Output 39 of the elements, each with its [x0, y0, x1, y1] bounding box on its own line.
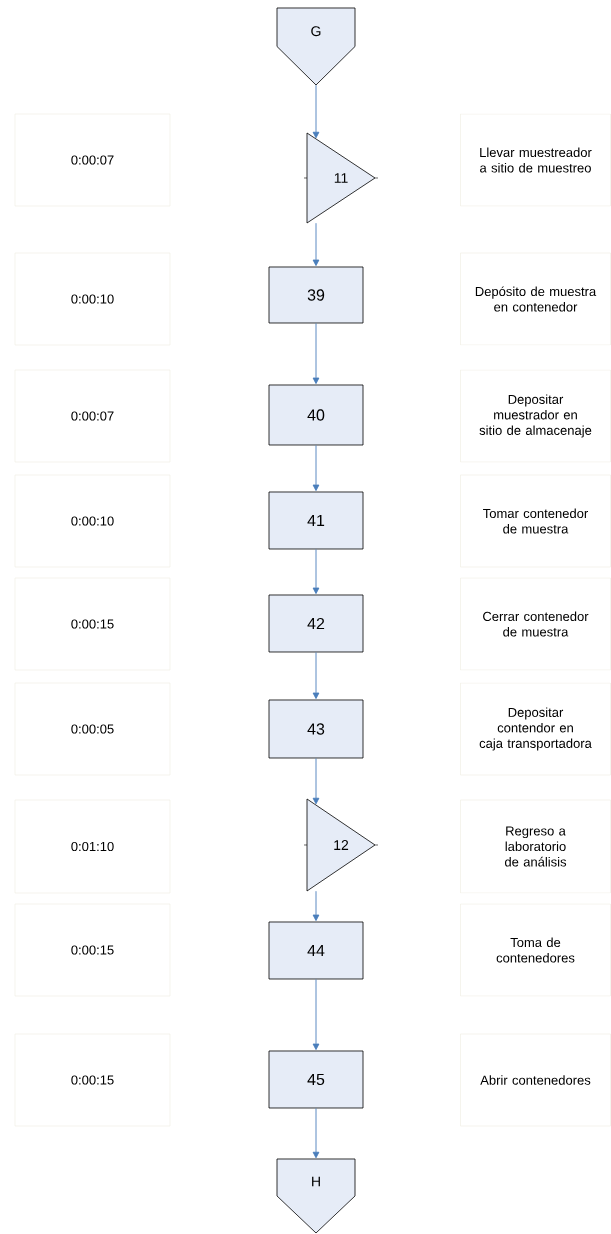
duration-box: 0:00:05	[14, 682, 171, 776]
off-page-connector: H	[276, 1158, 356, 1234]
arrow	[312, 444, 320, 492]
duration-box: 0:00:10	[14, 474, 171, 568]
process-box: 39	[268, 266, 364, 324]
duration-box: 0:00:10	[14, 252, 171, 346]
off-page-connector: G	[276, 7, 356, 86]
arrow	[312, 322, 320, 385]
description-box: Cerrar contenedor de muestra	[460, 577, 611, 671]
process-box: 42	[268, 594, 364, 653]
process-box: 40	[268, 384, 364, 446]
duration-box: 0:01:10	[14, 799, 171, 894]
arrow	[312, 84, 320, 139]
description-box: Toma de contenedores	[460, 903, 611, 997]
process-box: 43	[268, 699, 364, 759]
process-box: 41	[268, 491, 364, 550]
transport-triangle: 11	[303, 132, 379, 224]
duration-box: 0:00:15	[14, 577, 171, 671]
description-box: Depositar muestrador en sitio de almacenaje	[460, 369, 611, 463]
arrow	[312, 890, 320, 922]
arrow	[312, 222, 320, 267]
arrow	[312, 978, 320, 1051]
description-box: Llevar muestreador a sitio de muestreo	[460, 113, 611, 207]
process-box: 45	[268, 1050, 364, 1109]
description-box: Regreso a laboratorio de análisis	[460, 799, 611, 894]
duration-box: 0:00:07	[14, 369, 171, 463]
description-box: Depósito de muestra en contenedor	[460, 252, 611, 346]
arrow	[312, 548, 320, 595]
duration-box: 0:00:15	[14, 1033, 171, 1127]
description-box: Abrir contenedores	[460, 1033, 611, 1127]
arrow	[312, 651, 320, 700]
process-box: 44	[268, 921, 364, 980]
description-box: Tomar contenedor de muestra	[460, 474, 611, 568]
arrow	[312, 1107, 320, 1159]
duration-box: 0:00:07	[14, 113, 171, 207]
transport-triangle: 12	[303, 798, 379, 892]
description-box: Depositar contendor en caja transportadora	[460, 682, 611, 776]
arrow	[312, 757, 320, 805]
duration-box: 0:00:15	[14, 903, 171, 997]
